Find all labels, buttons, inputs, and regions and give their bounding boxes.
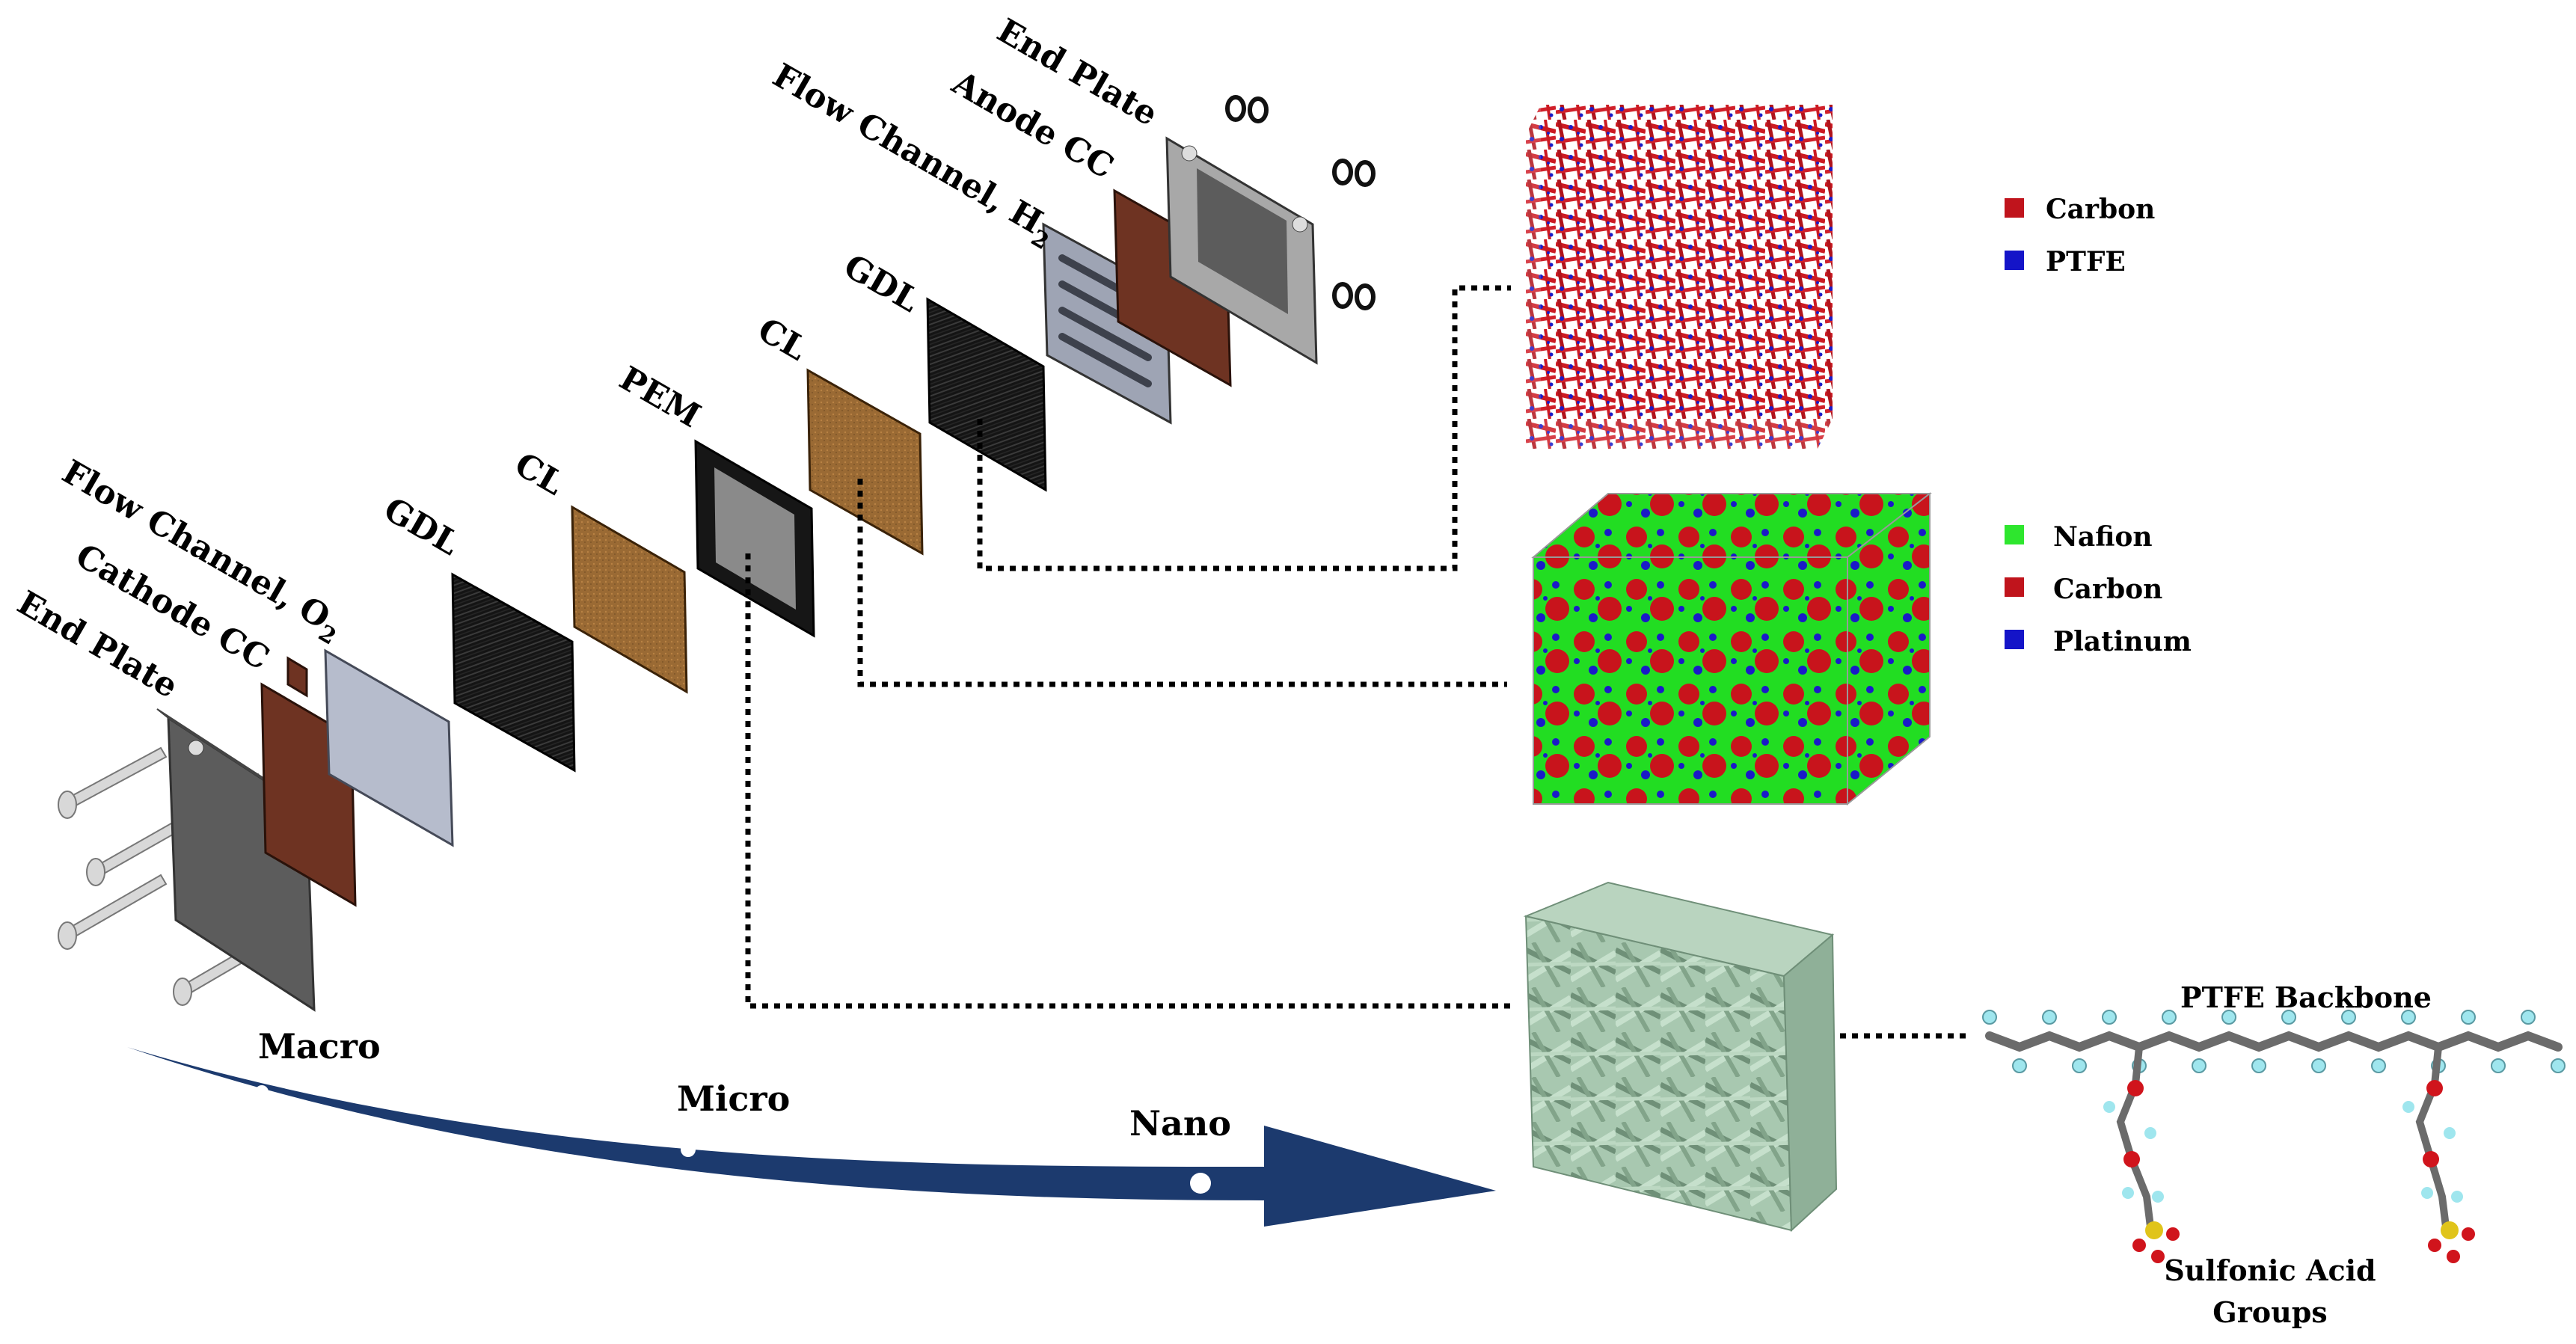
pem-fiber-structure bbox=[1523, 881, 1838, 1233]
legend-swatch-carbon-cl bbox=[2005, 577, 2024, 597]
scale-arrow-body bbox=[127, 1047, 1496, 1227]
legend-label-ptfe: PTFE bbox=[2046, 246, 2126, 277]
anode-gdl bbox=[926, 297, 1047, 492]
marker-macro bbox=[255, 1085, 269, 1099]
legend-label-nafion: Nafion bbox=[2053, 521, 2153, 553]
legend-swatch-platinum bbox=[2005, 630, 2024, 649]
legend-swatch-ptfe bbox=[2005, 251, 2024, 270]
label-gdl-cathode: GDL bbox=[378, 490, 466, 563]
label-pem: PEM bbox=[613, 359, 707, 435]
legend-gdl: Carbon PTFE bbox=[2005, 194, 2155, 277]
nuts bbox=[1225, 95, 1376, 310]
ptfe-molecule: PTFE Backbone bbox=[1982, 981, 2566, 1329]
connector-gdl bbox=[977, 285, 1511, 571]
label-ptfe-backbone: PTFE Backbone bbox=[2180, 981, 2432, 1014]
label-gdl-anode: GDL bbox=[838, 247, 926, 320]
legend-swatch-nafion bbox=[2005, 525, 2024, 544]
scale-arrow: Macro Micro Nano bbox=[127, 1026, 1496, 1227]
anode-end-plate bbox=[1165, 136, 1318, 365]
cathode-flow-channel bbox=[324, 648, 454, 847]
legend-label-carbon-cl: Carbon bbox=[2053, 574, 2162, 605]
side-chain-right bbox=[2402, 1046, 2475, 1263]
label-flow-channel-h2: Flow Channel, H2 bbox=[763, 56, 1062, 255]
cell-stack bbox=[58, 95, 1376, 1012]
label-micro: Micro bbox=[677, 1078, 790, 1119]
legend-swatch-carbon bbox=[2005, 198, 2024, 218]
cathode-gdl bbox=[451, 572, 576, 773]
label-nano: Nano bbox=[1129, 1103, 1231, 1144]
cl-microstructure bbox=[1531, 491, 1932, 806]
cathode-cl bbox=[571, 505, 688, 694]
label-cl-cathode: CL bbox=[509, 445, 571, 503]
pem-membrane bbox=[694, 439, 815, 638]
anode-cl bbox=[806, 368, 924, 556]
backbone-chain bbox=[1985, 1031, 2563, 1052]
label-cl-anode: CL bbox=[752, 310, 814, 368]
label-groups: Groups bbox=[2212, 1295, 2327, 1329]
side-chain-left bbox=[2103, 1046, 2180, 1263]
marker-micro bbox=[681, 1142, 696, 1157]
legend-label-carbon: Carbon bbox=[2046, 194, 2155, 225]
label-macro: Macro bbox=[258, 1026, 381, 1067]
gdl-microstructure bbox=[1526, 105, 1833, 449]
marker-nano bbox=[1190, 1173, 1211, 1194]
legend-cl: Nafion Carbon Platinum bbox=[2005, 521, 2192, 657]
legend-label-platinum: Platinum bbox=[2053, 626, 2192, 657]
fluorine-atoms bbox=[1982, 1010, 2566, 1073]
label-sulfonic-acid: Sulfonic Acid bbox=[2164, 1254, 2376, 1287]
connector-cl bbox=[857, 479, 1507, 687]
connectors bbox=[745, 285, 1967, 1039]
connector-pem bbox=[745, 553, 1515, 1009]
